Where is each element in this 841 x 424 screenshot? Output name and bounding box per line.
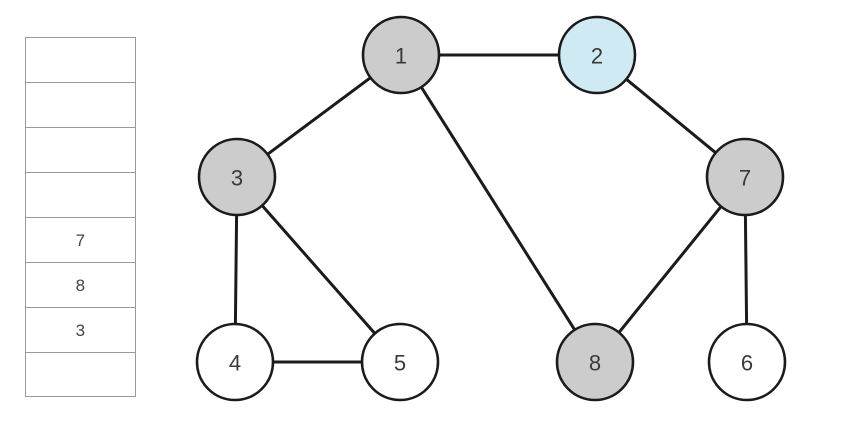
node-label-3: 3 <box>231 166 243 191</box>
graph-node-5[interactable]: 5 <box>360 322 440 402</box>
graph-node-6[interactable]: 6 <box>707 322 787 402</box>
stack-cell <box>26 83 135 128</box>
node-label-8: 8 <box>589 351 601 376</box>
graph-edge-1-3 <box>265 75 373 157</box>
node-layer: 1 2 3 4 5 6 7 8 <box>195 15 787 402</box>
node-circle-8[interactable] <box>555 322 635 402</box>
graph-edge-7-6 <box>743 212 749 327</box>
node-circle-2[interactable] <box>557 15 637 95</box>
graph-node-8[interactable]: 8 <box>555 322 635 402</box>
stack-cell <box>26 128 135 173</box>
stack-cell: 8 <box>26 263 135 308</box>
stack-cell: 7 <box>26 218 135 263</box>
graph-node-7[interactable]: 7 <box>705 137 785 217</box>
graph-node-3[interactable]: 3 <box>197 137 277 217</box>
edge-layer <box>233 53 749 364</box>
graph-node-4[interactable]: 4 <box>195 322 275 402</box>
node-label-1: 1 <box>395 44 407 69</box>
node-label-7: 7 <box>739 166 751 191</box>
node-circle-5[interactable] <box>360 322 440 402</box>
graph-edge-7-8 <box>616 204 724 335</box>
graph-node-1[interactable]: 1 <box>361 15 441 95</box>
stack-cell <box>26 173 135 218</box>
graph-edge-1-8 <box>419 84 577 333</box>
graph-edge-2-7 <box>624 77 718 155</box>
stack-cell: 3 <box>26 308 135 353</box>
node-label-6: 6 <box>741 351 753 376</box>
node-circle-4[interactable] <box>195 322 275 402</box>
stack-cell <box>26 38 135 83</box>
node-circle-3[interactable] <box>197 137 277 217</box>
node-label-5: 5 <box>394 351 406 376</box>
node-circle-7[interactable] <box>705 137 785 217</box>
node-circle-1[interactable] <box>361 15 441 95</box>
graph-edge-3-4 <box>233 212 239 327</box>
graph-edge-3-5 <box>259 203 378 336</box>
node-circle-6[interactable] <box>707 322 787 402</box>
graph-node-2[interactable]: 2 <box>557 15 637 95</box>
node-label-4: 4 <box>229 351 241 376</box>
node-label-2: 2 <box>591 44 603 69</box>
